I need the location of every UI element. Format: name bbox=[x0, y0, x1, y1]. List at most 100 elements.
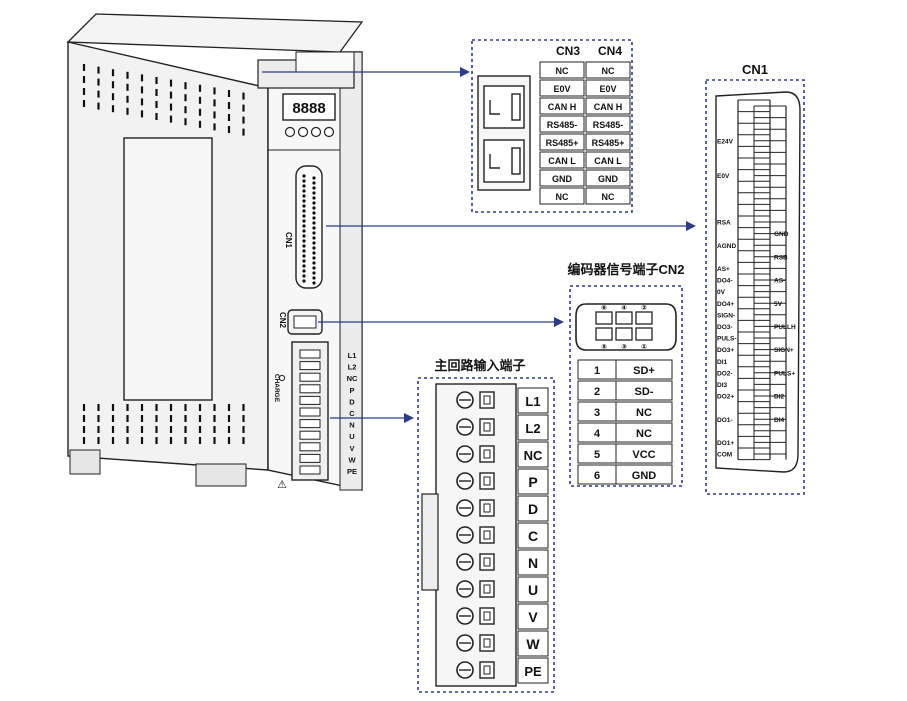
device-terminal-label: V bbox=[349, 444, 354, 453]
svg-text:U: U bbox=[528, 582, 538, 598]
cn1-pin-label: DO2- bbox=[717, 370, 733, 377]
svg-text:CAN L: CAN L bbox=[594, 156, 622, 166]
svg-text:L2: L2 bbox=[525, 421, 540, 436]
cn1-pin-label: DO2+ bbox=[717, 394, 734, 401]
cn1-pin-label: 5V bbox=[774, 301, 783, 308]
cn1-pin-label: PULS+ bbox=[774, 370, 795, 377]
cn34-cell: GND bbox=[585, 169, 631, 187]
main-terminal: W bbox=[456, 630, 549, 657]
device-terminal-label: L1 bbox=[348, 351, 357, 360]
cn2-table-row: 2 SD- bbox=[577, 380, 673, 401]
cn1-connector bbox=[295, 165, 323, 289]
main-terminal: NC bbox=[456, 441, 549, 468]
device-terminal-label: U bbox=[349, 432, 354, 441]
cn2-pin-number: ⑤ bbox=[601, 344, 607, 351]
cn1-pin-label: DO1+ bbox=[717, 440, 734, 447]
device-terminal-label: P bbox=[349, 386, 354, 395]
main-terminal: U bbox=[456, 576, 549, 603]
cn34-cell: RS485+ bbox=[585, 133, 631, 151]
svg-text:1: 1 bbox=[594, 365, 600, 377]
cn34-cell: NC bbox=[585, 61, 631, 79]
connection-arrows bbox=[262, 67, 696, 423]
svg-text:NC: NC bbox=[556, 66, 569, 76]
svg-text:CAN L: CAN L bbox=[548, 156, 576, 166]
cn1-pin-label: COM bbox=[717, 452, 732, 459]
cn1-pin-label: PULS- bbox=[717, 336, 737, 343]
device-terminal-label: NC bbox=[347, 374, 358, 383]
cn2-pin-number: ① bbox=[641, 344, 647, 351]
cn2-pin-number: ⑥ bbox=[601, 305, 607, 312]
svg-text:C: C bbox=[528, 528, 538, 544]
cn2-pin-number: ③ bbox=[621, 344, 627, 351]
svg-text:VCC: VCC bbox=[632, 449, 655, 461]
vent-slots bbox=[82, 64, 245, 444]
cn1-pin-label: RSB bbox=[774, 254, 788, 261]
svg-text:5: 5 bbox=[594, 449, 600, 461]
charge-label: CHARGE bbox=[273, 374, 280, 403]
svg-text:NC: NC bbox=[636, 428, 652, 440]
svg-text:CAN H: CAN H bbox=[548, 102, 577, 112]
cn34-cell: RS485- bbox=[539, 115, 585, 133]
cn1-pin-label: DI3 bbox=[717, 382, 728, 389]
cn34-cell: RS485+ bbox=[539, 133, 585, 151]
cn1-pin-label: E0V bbox=[717, 173, 730, 180]
cn34-cell: NC bbox=[539, 187, 585, 205]
svg-text:E0V: E0V bbox=[553, 84, 570, 94]
cn1-title: CN1 bbox=[742, 62, 768, 77]
device-terminal-label: W bbox=[348, 455, 356, 464]
svg-text:2: 2 bbox=[594, 386, 600, 398]
cn2-table-row: 5 VCC bbox=[577, 443, 673, 464]
svg-text:NC: NC bbox=[556, 192, 569, 202]
device-terminal-label: L2 bbox=[348, 363, 357, 372]
main-terminal: D bbox=[456, 495, 549, 522]
cn1-pin-label: GND bbox=[774, 231, 789, 238]
main-terminal: N bbox=[456, 549, 549, 576]
svg-text:GND: GND bbox=[552, 174, 573, 184]
cn1-pin-label: DO1- bbox=[717, 417, 733, 424]
main-terminal: V bbox=[456, 603, 549, 630]
cn1-pin-label: SIGN+ bbox=[774, 347, 794, 354]
main-title: 主回路输入端子 bbox=[434, 358, 525, 373]
cn1-pin-label: RSA bbox=[717, 220, 731, 227]
warning-icon: ⚠ bbox=[277, 479, 287, 491]
cn1-pin-label: AGND bbox=[717, 243, 736, 250]
cn34-cell: NC bbox=[585, 187, 631, 205]
cn1-pin-label: AS+ bbox=[717, 266, 730, 273]
svg-text:P: P bbox=[528, 474, 537, 490]
svg-text:RS485+: RS485+ bbox=[592, 138, 625, 148]
svg-text:4: 4 bbox=[594, 428, 601, 440]
main-terminal: C bbox=[456, 522, 549, 549]
cn3-header: CN3 bbox=[556, 44, 580, 58]
main-terminal: P bbox=[456, 468, 549, 495]
cn1-pin-label: E24V bbox=[717, 138, 734, 145]
cn1-pin-label: DO3+ bbox=[717, 347, 734, 354]
main-terminal: L2 bbox=[456, 414, 549, 441]
svg-text:NC: NC bbox=[524, 448, 543, 463]
cn1-panel: CN1 E24VE0VRSAAGNDAS+DO4-0VDO4+SIGN-DO3-… bbox=[705, 62, 805, 495]
svg-text:SD+: SD+ bbox=[633, 365, 655, 377]
svg-text:RS485-: RS485- bbox=[593, 120, 624, 130]
device-terminal-label: D bbox=[349, 397, 355, 406]
svg-text:E0V: E0V bbox=[599, 84, 616, 94]
cn2-pin-number: ② bbox=[641, 305, 647, 312]
svg-text:SD-: SD- bbox=[635, 386, 654, 398]
device-terminal-label: C bbox=[349, 409, 355, 418]
cn1-pin-label: PULLH bbox=[774, 324, 796, 331]
cn2-side-label: CN2 bbox=[278, 312, 287, 329]
cn1-pin-label: DO3- bbox=[717, 324, 733, 331]
svg-text:GND: GND bbox=[598, 174, 619, 184]
cn34-cell: E0V bbox=[539, 79, 585, 97]
cn1-pin-label: AS- bbox=[774, 278, 785, 285]
cn34-cell: GND bbox=[539, 169, 585, 187]
svg-text:D: D bbox=[528, 501, 538, 517]
svg-text:NC: NC bbox=[602, 192, 615, 202]
keypad-buttons bbox=[284, 126, 335, 138]
cn34-cell: NC bbox=[539, 61, 585, 79]
svg-text:GND: GND bbox=[632, 470, 657, 482]
cn34-cell: RS485- bbox=[585, 115, 631, 133]
